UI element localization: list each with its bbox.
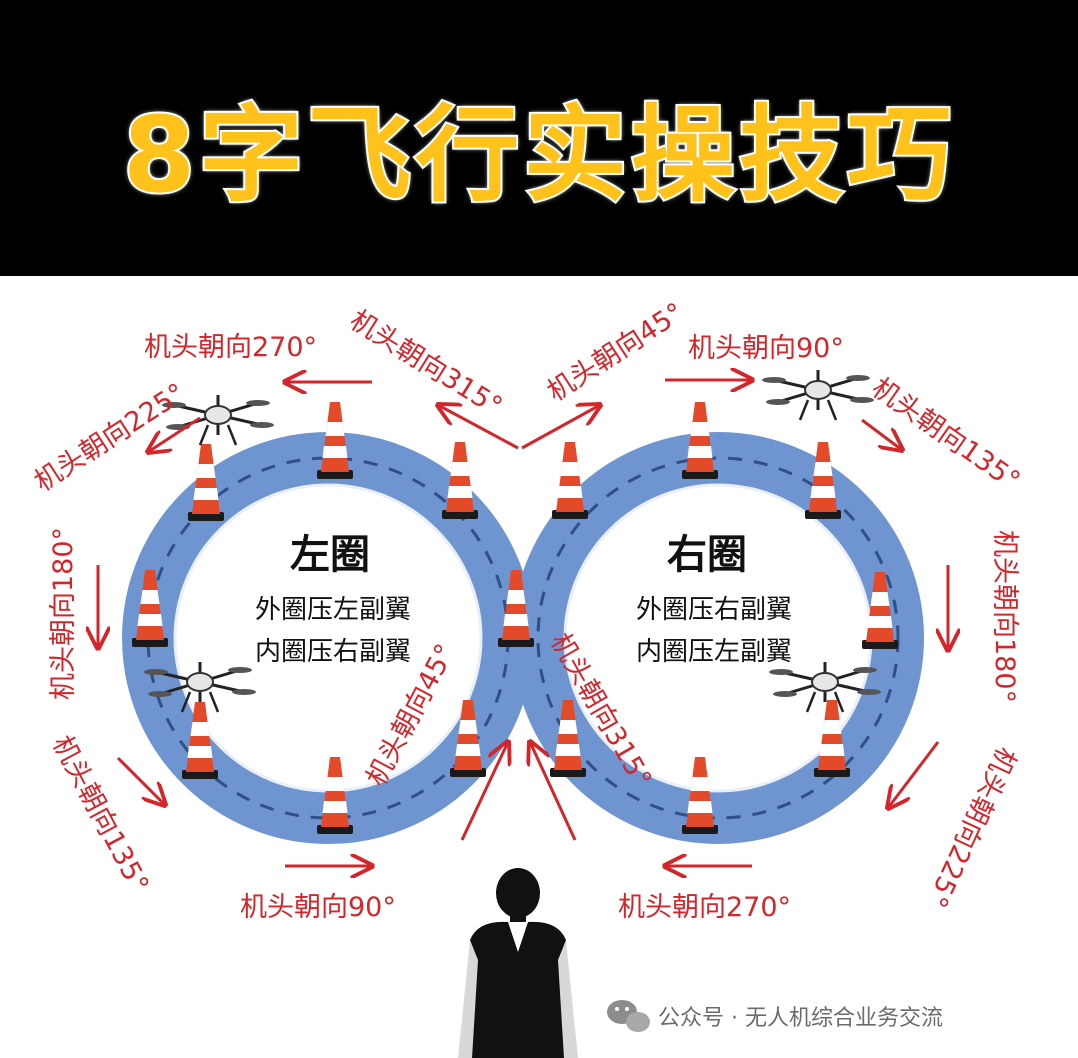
watermark-text: 公众号 · 无人机综合业务交流 (658, 1006, 943, 1031)
wechat-icon (607, 1000, 650, 1032)
right-loop-line2: 内圈压左副翼 (636, 637, 792, 667)
right-loop-line1: 外圈压右副翼 (636, 595, 792, 625)
watermark: 公众号 · 无人机综合业务交流 (607, 1000, 943, 1032)
arrow-icon (460, 742, 508, 841)
heading-label-right-225: 机头朝向225° (921, 742, 1022, 912)
left-loop-title: 左圈 (290, 532, 370, 578)
page-title: 8字飞行实操技巧 (121, 92, 956, 218)
right-loop-title: 右圈 (667, 532, 747, 578)
arrow-icon (521, 405, 600, 450)
pilot-body (470, 921, 566, 1058)
heading-label-bottom-90: 机头朝向90° (240, 892, 396, 923)
left-loop-line2: 内圈压右副翼 (255, 637, 411, 667)
heading-label-bottom-270: 机头朝向270° (618, 892, 791, 923)
title-banner: 8字飞行实操技巧 (0, 0, 1078, 276)
pilot-figure (458, 868, 578, 1058)
heading-label-right-180: 机头朝向180° (989, 530, 1020, 703)
arrow-icon (438, 405, 519, 450)
left-loop-line1: 外圈压左副翼 (255, 595, 411, 625)
heading-label-left-225: 机头朝向225° (29, 378, 191, 498)
heading-label-top-90: 机头朝向90° (688, 333, 844, 364)
direction-arrows (98, 380, 948, 866)
drone-icon (760, 368, 876, 422)
cone-icon (552, 442, 588, 519)
arrow-icon (148, 416, 201, 452)
pilot-head (496, 868, 540, 918)
arrow-icon (530, 742, 577, 841)
heading-label-top-315: 机头朝向315° (344, 305, 507, 423)
heading-label-top-270: 机头朝向270° (144, 332, 317, 363)
heading-label-right-135: 机头朝向135° (866, 372, 1026, 497)
heading-label-left-135: 机头朝向135° (46, 731, 155, 898)
arrow-icon (861, 418, 902, 450)
arrow-icon (888, 741, 940, 808)
arrow-icon (116, 756, 165, 805)
heading-label-left-180: 机头朝向180° (48, 527, 79, 700)
heading-label-top-45: 机头朝向45° (542, 297, 690, 408)
